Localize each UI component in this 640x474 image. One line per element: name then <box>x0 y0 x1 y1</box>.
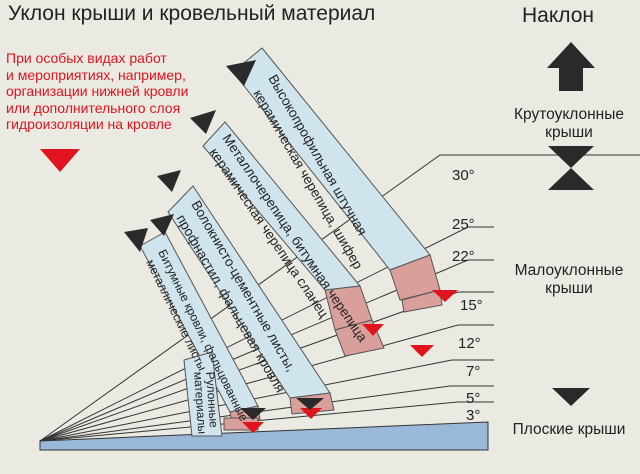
angle-label: 30° <box>452 167 475 184</box>
flat-roofs-label: Плоские крыши <box>512 421 626 438</box>
angle-label: 5° <box>466 390 480 407</box>
red-marker <box>242 422 264 433</box>
flat-roof-shape <box>39 421 489 451</box>
angle-label: 3° <box>466 407 480 424</box>
note-line: и мероприятиях, например, <box>6 66 186 83</box>
band-5-line-1: Рулонные <box>203 371 221 428</box>
tilt-header: Наклон <box>522 4 595 27</box>
note-line: или дополнительного слоя <box>6 99 181 116</box>
steep-roofs-label: Крутоуклонные крыши <box>513 106 625 141</box>
slope-line-7 <box>39 359 494 442</box>
angle-label: 22° <box>452 248 475 265</box>
band-5-shape <box>183 351 223 437</box>
note-line: гидроизоляции на кровле <box>6 116 172 133</box>
low-slope-roofs-label: Малоуклонные крыши <box>514 262 624 297</box>
arrow-band-1 <box>226 60 256 86</box>
slope-lines <box>39 154 640 442</box>
angle-label: 15° <box>460 297 483 314</box>
arrow-band-2 <box>190 110 216 134</box>
note-line: организации нижней кровли <box>6 83 189 100</box>
note-text: При особых видах работ и мероприятиях, н… <box>6 50 236 133</box>
page-title: Уклон крыши и кровельный материал <box>8 2 376 25</box>
arrow-band-4 <box>124 228 148 252</box>
angle-label: 25° <box>452 216 475 233</box>
legend-red-triangle <box>40 149 80 172</box>
dark-marker <box>296 398 324 410</box>
dark-marker <box>240 408 266 420</box>
red-marker <box>410 345 434 357</box>
angle-label: 12° <box>458 335 481 352</box>
note-line: При особых видах работ <box>6 50 167 66</box>
slope-line-22 <box>39 259 494 442</box>
up-arrow-icon <box>547 42 595 91</box>
red-marker <box>362 324 384 336</box>
material-bands <box>139 47 443 437</box>
angle-label: 7° <box>466 363 480 380</box>
flat-marker-icon <box>552 388 590 406</box>
slope-line-5 <box>39 385 494 442</box>
arrow-band-5 <box>150 214 174 236</box>
hourglass-icon <box>548 146 594 190</box>
band-arrows <box>124 60 256 252</box>
band-labels: Высокопрофильная штучная керамическая че… <box>143 72 370 434</box>
arrow-band-3 <box>157 170 181 192</box>
band-5-line-2: материалы <box>191 371 209 434</box>
red-marker <box>300 408 322 419</box>
dark-markers <box>240 398 324 420</box>
slope-line-15 <box>39 291 494 442</box>
red-markers <box>40 149 458 433</box>
slope-line-3 <box>39 401 494 442</box>
slope-line-25 <box>39 226 494 442</box>
slope-line-12 <box>39 324 494 442</box>
red-marker <box>432 290 458 302</box>
